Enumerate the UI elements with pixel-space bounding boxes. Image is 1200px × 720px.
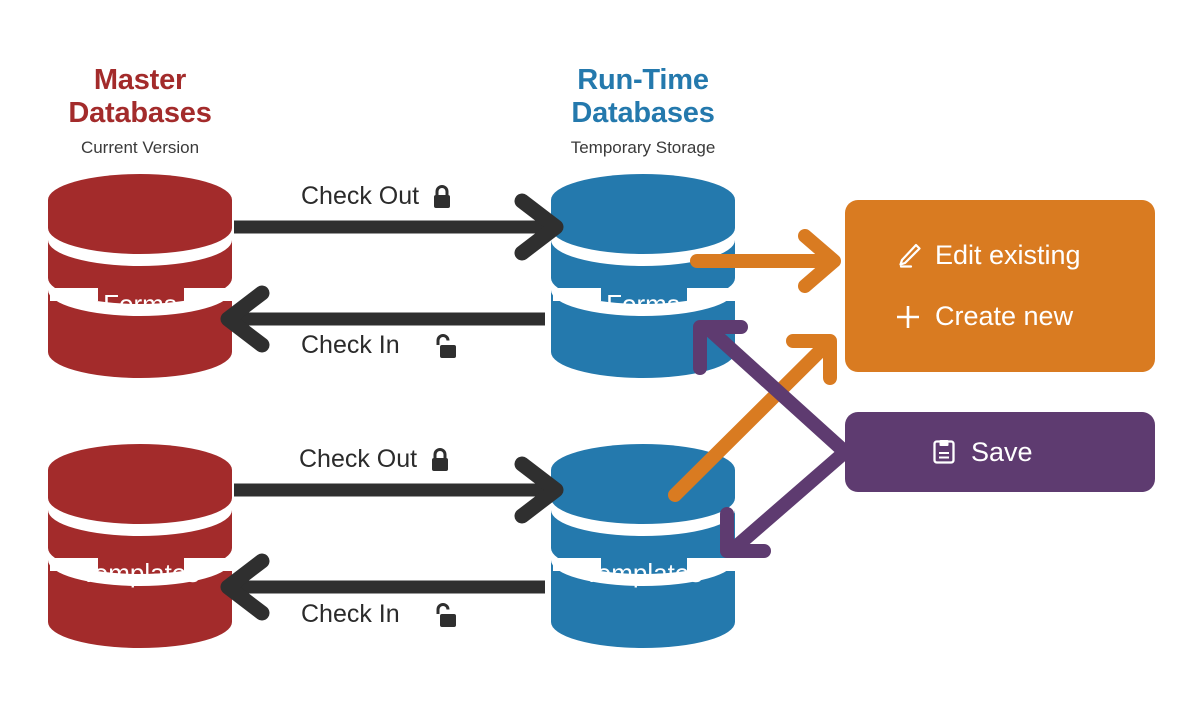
column-subtitle-master: Current Version — [80, 138, 200, 157]
lock-open-icon — [434, 333, 458, 359]
plus-icon — [881, 302, 935, 332]
database-cylinder-master-templates — [48, 444, 232, 648]
save-row[interactable]: Save — [917, 437, 1155, 468]
save-label: Save — [971, 436, 1033, 467]
edit-existing-row[interactable]: Edit existing — [881, 240, 1155, 271]
flow-label-check-out-templates: Check Out — [299, 445, 451, 474]
column-title-runtime-line1: Run-Time — [577, 64, 709, 96]
column-subtitle-runtime: Temporary Storage — [570, 138, 716, 157]
create-new-label: Create new — [935, 301, 1074, 331]
database-cylinder-runtime-templates — [551, 444, 735, 648]
flow-label-text: Check In — [301, 331, 400, 359]
save-icon — [917, 438, 971, 466]
flow-label-check-in-forms: Check In — [301, 331, 458, 360]
pencil-icon — [881, 241, 935, 271]
edit-existing-label: Edit existing — [935, 240, 1081, 270]
arrow-check-in-forms — [220, 285, 545, 353]
arrow-templates-to-edit — [668, 334, 837, 502]
arrow-save-to-forms — [693, 320, 852, 459]
arrow-check-out-forms — [234, 193, 564, 261]
column-title-master-line2: Databases — [68, 97, 212, 129]
arrow-save-to-templates — [720, 445, 852, 558]
column-title-master: Master Databases — [20, 64, 260, 130]
lock-open-icon — [434, 602, 458, 628]
arrow-check-out-templates — [234, 456, 564, 524]
lock-closed-icon — [431, 184, 453, 210]
arrow-forms-to-edit — [690, 229, 841, 293]
column-title-master-line1: Master — [93, 64, 187, 96]
save-panel[interactable]: Save — [845, 412, 1155, 492]
flow-label-check-out-forms: Check Out — [301, 182, 453, 211]
lock-closed-icon — [429, 447, 451, 473]
column-title-runtime: Run-Time Databases — [523, 64, 763, 130]
arrow-check-in-templates — [220, 553, 545, 621]
flow-label-text: Check In — [301, 600, 400, 628]
create-new-row[interactable]: Create new — [881, 301, 1155, 332]
flow-label-text: Check Out — [299, 445, 418, 473]
database-cylinder-master-forms — [48, 174, 232, 378]
database-cylinder-runtime-forms — [551, 174, 735, 378]
flow-label-text: Check Out — [301, 182, 420, 210]
edit-panel[interactable]: Edit existing Create new — [845, 200, 1155, 372]
column-title-runtime-line2: Databases — [571, 97, 715, 129]
flow-label-check-in-templates: Check In — [301, 600, 458, 629]
